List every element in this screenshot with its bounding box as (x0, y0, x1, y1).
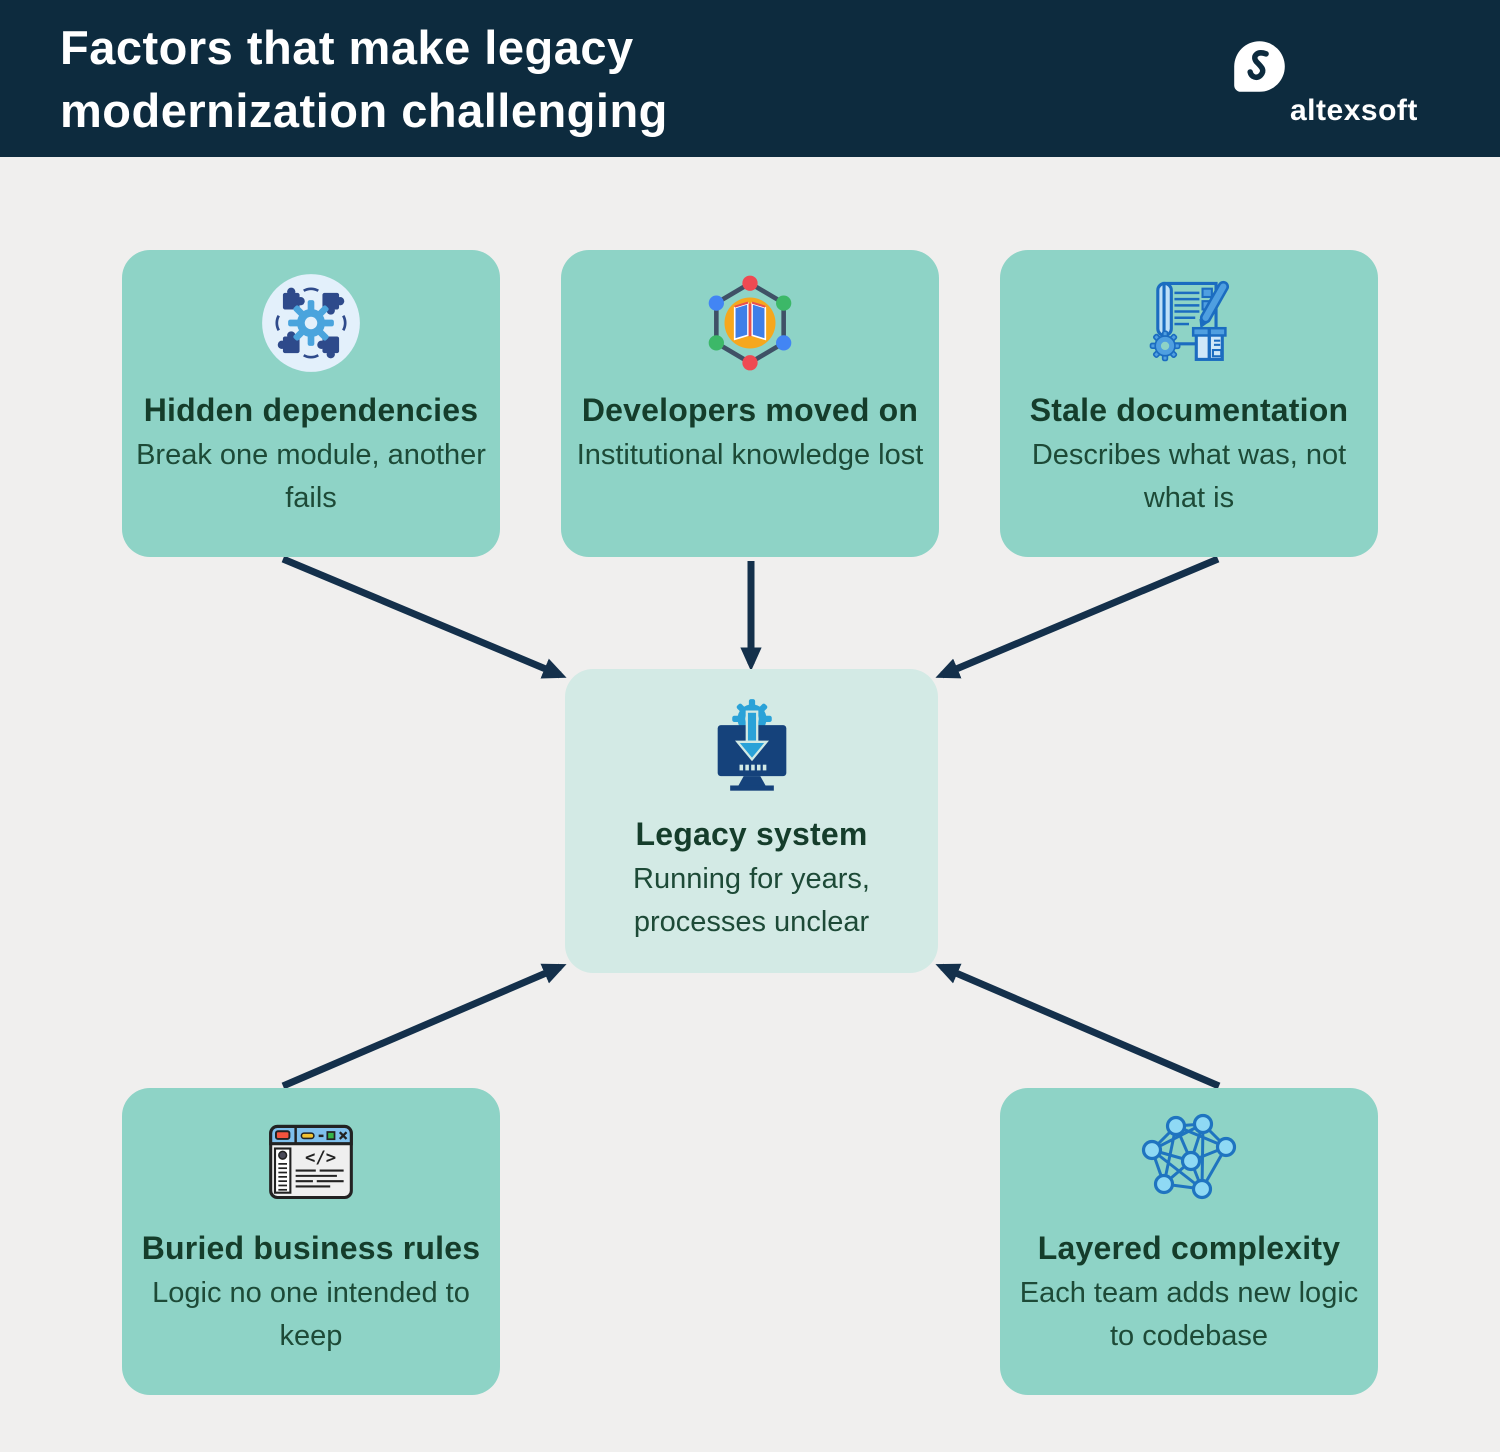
card-subtitle: Each team adds new logic to codebase (1019, 1277, 1359, 1352)
card-icon-wrap (699, 271, 801, 375)
card-subtitle: Describes what was, not what is (1031, 439, 1347, 514)
card-legacy-system: Legacy system Running for years, process… (565, 669, 938, 973)
arrow-stale-to-legacy (935, 555, 1220, 679)
browser-code-icon: </> (269, 1124, 353, 1200)
altexsoft-logo-icon (1234, 40, 1285, 92)
network-graph-icon (1141, 1113, 1237, 1200)
card-title: Layered complexity (1037, 1230, 1341, 1266)
card-hidden-dependencies: Hidden dependencies Break one module, an… (122, 250, 500, 557)
brand-name: altexsoft (1290, 93, 1418, 127)
knowledge-network-icon (708, 275, 792, 371)
card-subtitle: Break one module, another fails (136, 439, 486, 514)
header: Factors that make legacy modernization c… (0, 0, 1500, 157)
card-title: Buried business rules (141, 1230, 481, 1266)
card-title: Stale documentation (1029, 392, 1349, 428)
svg-text:</>: </> (305, 1148, 336, 1168)
card-icon-wrap (1139, 1109, 1239, 1213)
legacy-monitor-icon (717, 699, 786, 791)
card-icon-wrap (259, 271, 363, 375)
card-subtitle: Logic no one intended to keep (152, 1277, 470, 1352)
puzzle-sync-gear-icon (262, 274, 360, 372)
card-title: Legacy system (635, 816, 868, 852)
arrow-buried-to-legacy (281, 963, 567, 1090)
arrow-hidden-to-legacy (281, 555, 567, 679)
arrow-layered-to-legacy (935, 963, 1221, 1090)
card-subtitle: Institutional knowledge lost (576, 439, 924, 471)
card-buried-business-rules: </> Buried business rules Logic no one i… (122, 1088, 500, 1395)
card-layered-complexity: Layered complexity Each team adds new lo… (1000, 1088, 1378, 1395)
card-title: Developers moved on (581, 392, 919, 428)
document-pencil-gear-icon (1149, 280, 1230, 362)
card-title: Hidden dependencies (143, 392, 479, 428)
page-title: Factors that make legacy modernization c… (60, 20, 668, 137)
card-icon-wrap: </> (263, 1109, 359, 1213)
card-subtitle: Running for years, processes unclear (633, 863, 870, 938)
card-stale-documentation: Stale documentation Describes what was, … (1000, 250, 1378, 557)
card-icon-wrap (700, 695, 804, 799)
card-developers-moved-on: Developers moved on Institutional knowle… (561, 250, 939, 557)
brand-logo: altexsoft (1230, 34, 1440, 127)
card-icon-wrap (1137, 271, 1241, 375)
